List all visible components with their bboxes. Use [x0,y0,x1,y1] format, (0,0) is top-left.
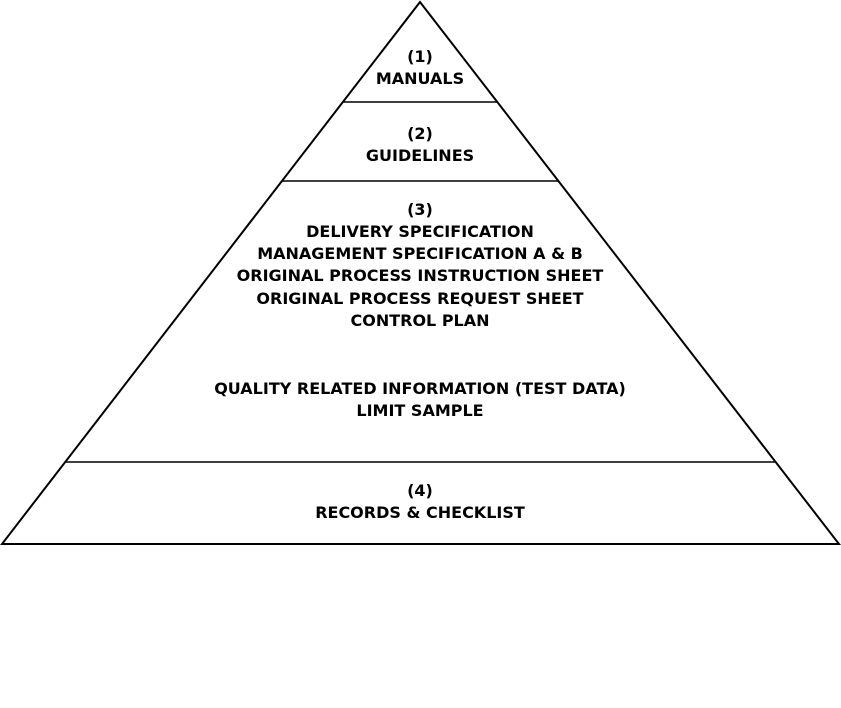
tier-2-number: (2) [407,124,433,143]
tier-records: (4) RECORDS & CHECKLIST [315,481,525,522]
tier-3-line-process-request-sheet: ORIGINAL PROCESS REQUEST SHEET [256,289,583,308]
tier-guidelines: (2) GUIDELINES [366,124,474,165]
tier-1-number: (1) [407,47,433,66]
tier-1-label: MANUALS [376,69,464,88]
tier-2-label: GUIDELINES [366,146,474,165]
tier-4-number: (4) [407,481,433,500]
tier-3-line-limit-sample: LIMIT SAMPLE [356,401,483,420]
tier-4-label: RECORDS & CHECKLIST [315,503,525,522]
tier-3-line-management-specification: MANAGEMENT SPECIFICATION A & B [257,244,583,263]
tier-manuals: (1) MANUALS [376,47,464,88]
pyramid-outline [0,0,841,545]
tier-3-line-process-instruction-sheet: ORIGINAL PROCESS INSTRUCTION SHEET [237,266,604,285]
tier-3-number: (3) [407,200,433,219]
tier-3-line-quality-information: QUALITY RELATED INFORMATION (TEST DATA) [214,379,626,398]
tier-3-line-delivery-specification: DELIVERY SPECIFICATION [306,222,534,241]
tier-3-line-control-plan: CONTROL PLAN [350,311,489,330]
tier-specifications: (3) DELIVERY SPECIFICATION MANAGEMENT SP… [214,200,626,420]
